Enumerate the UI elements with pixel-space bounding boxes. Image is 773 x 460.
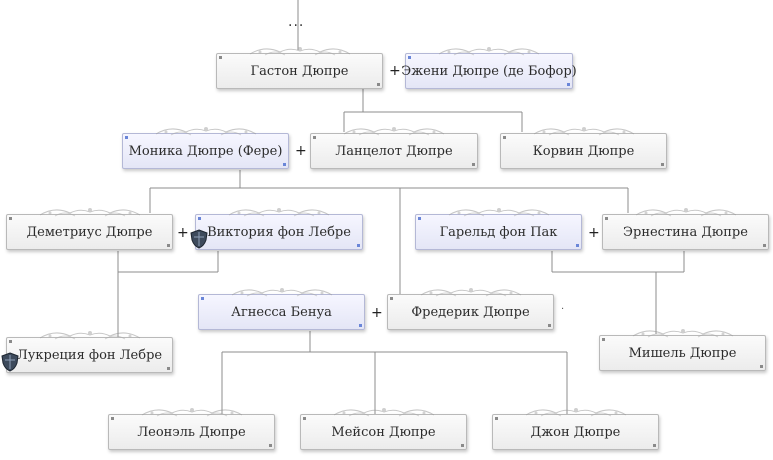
- person-name: Лукреция фон Лебре: [16, 347, 163, 363]
- person-card-gaston[interactable]: Гастон Дюпре: [216, 46, 383, 89]
- spouse-joiner: +: [389, 63, 401, 79]
- person-card-leonel[interactable]: Леонэль Дюпре: [108, 407, 275, 450]
- spouse-joiner: +: [177, 225, 189, 241]
- more-ancestors-indicator[interactable]: ...: [288, 14, 305, 30]
- person-name: Корвин Дюпре: [532, 143, 635, 159]
- shield-icon: [190, 229, 208, 249]
- flourish-ornament-icon: [141, 407, 242, 417]
- person-card-jeni[interactable]: Эжени Дюпре (де Бофор): [401, 46, 577, 89]
- person-card-gareld[interactable]: Гарельд фон Пак: [415, 207, 582, 250]
- person-name: Деметриус Дюпре: [26, 224, 153, 240]
- flourish-ornament-icon: [533, 126, 634, 136]
- flourish-ornament-icon: [155, 126, 256, 136]
- person-name: Агнесса Бенуа: [231, 304, 332, 320]
- person-card-meison[interactable]: Мейсон Дюпре: [300, 407, 467, 450]
- flourish-ornament-icon: [343, 126, 445, 136]
- person-name: Виктория фон Лебре: [207, 224, 351, 240]
- person-card-viktoria[interactable]: Виктория фон Лебре: [190, 207, 363, 250]
- flourish-ornament-icon: [635, 207, 736, 217]
- stray-mark: ·: [561, 304, 565, 315]
- person-card-jon[interactable]: Джон Дюпре: [492, 407, 659, 450]
- person-name: Мишель Дюпре: [628, 345, 737, 361]
- person-name: Гастон Дюпре: [250, 63, 349, 79]
- person-card-lukrecia[interactable]: Лукреция фон Лебре: [1, 330, 173, 373]
- person-card-ernestina[interactable]: Эрнестина Дюпре: [602, 207, 769, 250]
- flourish-ornament-icon: [448, 207, 549, 217]
- flourish-ornament-icon: [438, 46, 540, 56]
- person-name: Мейсон Дюпре: [331, 424, 436, 440]
- flourish-ornament-icon: [39, 207, 140, 217]
- person-card-frederik[interactable]: Фредерик Дюпре: [387, 287, 554, 330]
- person-name: Фредерик Дюпре: [411, 304, 530, 320]
- spouse-joiner: +: [371, 305, 383, 321]
- person-name: Эрнестина Дюпре: [623, 224, 748, 240]
- person-name: Эжени Дюпре (де Бофор): [401, 63, 577, 79]
- shield-icon: [1, 352, 19, 372]
- person-name: Леонэль Дюпре: [137, 424, 246, 440]
- person-card-lancelot[interactable]: Ланцелот Дюпре: [310, 126, 478, 169]
- person-name: Гарельд фон Пак: [439, 224, 558, 240]
- flourish-ornament-icon: [632, 328, 733, 338]
- person-card-monika[interactable]: Моника Дюпре (Фере): [122, 126, 289, 169]
- flourish-ornament-icon: [231, 287, 332, 297]
- person-card-agnessa[interactable]: Агнесса Бенуа: [198, 287, 365, 330]
- flourish-ornament-icon: [420, 287, 521, 297]
- flourish-ornament-icon: [525, 407, 626, 417]
- spouse-joiner: +: [295, 143, 307, 159]
- flourish-ornament-icon: [228, 207, 330, 217]
- person-card-mishel[interactable]: Мишель Дюпре: [599, 328, 766, 371]
- person-name: Ланцелот Дюпре: [335, 143, 453, 159]
- flourish-ornament-icon: [39, 330, 140, 340]
- person-card-demetrius[interactable]: Деметриус Дюпре: [6, 207, 173, 250]
- person-name: Моника Дюпре (Фере): [128, 143, 283, 159]
- flourish-ornament-icon: [333, 407, 434, 417]
- person-name: Джон Дюпре: [530, 424, 621, 440]
- spouse-joiner: +: [588, 225, 600, 241]
- flourish-ornament-icon: [249, 46, 350, 56]
- person-card-korvin[interactable]: Корвин Дюпре: [500, 126, 667, 169]
